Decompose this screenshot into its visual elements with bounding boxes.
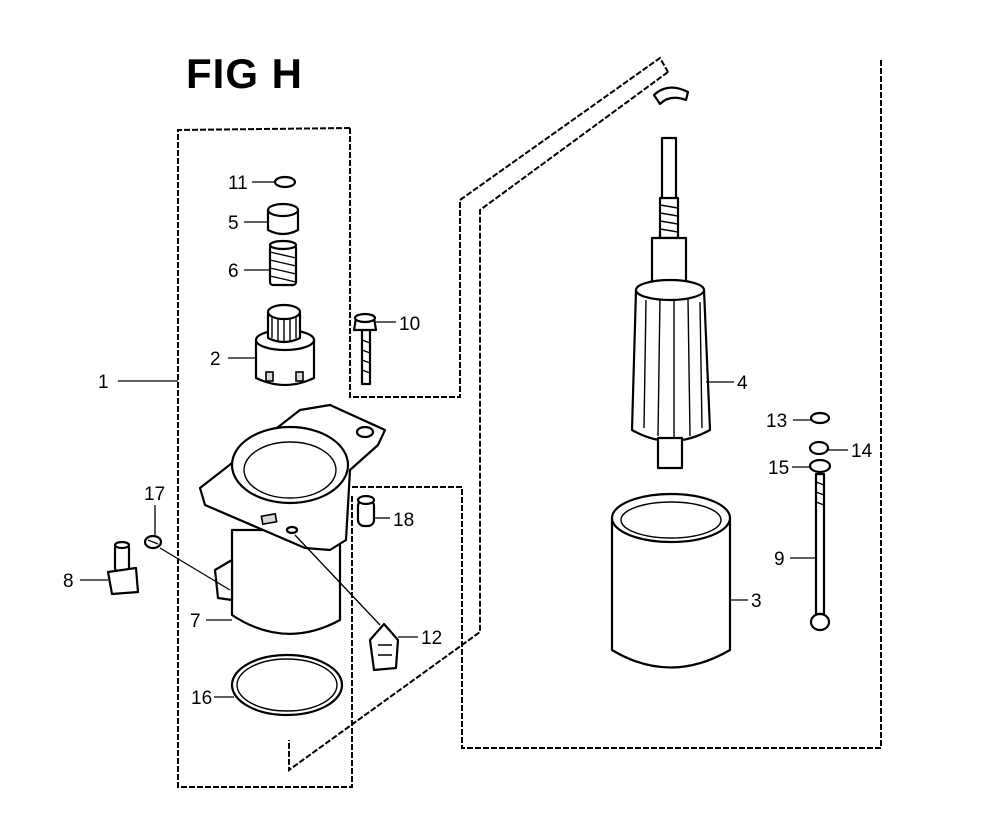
armature-snap-ring [652,86,690,106]
callout-17: 17 [144,484,165,505]
part-16-o-ring [230,653,344,717]
callout-labels: 1 2 3 4 5 6 7 8 9 10 11 12 13 14 15 16 1… [63,173,873,709]
frame-armature [288,71,669,772]
callout-13: 13 [766,411,787,432]
callout-10: 10 [399,314,420,335]
part-6-spring [268,239,298,287]
callout-9: 9 [774,549,785,570]
part-15-washer [808,458,832,474]
callout-12: 12 [421,628,442,649]
callout-11: 11 [228,173,248,194]
part-2-pinion [254,303,316,387]
part-14-nut [808,440,830,456]
callout-15: 15 [768,458,789,479]
frame-bolt-10 [349,56,669,398]
part-8-terminal [106,540,140,596]
part-3-yoke [610,492,732,669]
callout-16: 16 [191,688,212,709]
part-18-dowel [356,494,376,528]
part-13-washer [809,411,831,425]
part-9-through-bolt [809,472,831,632]
callout-2: 2 [210,349,221,370]
callout-8: 8 [63,571,74,592]
callout-3: 3 [751,591,762,612]
callout-6: 6 [228,261,239,282]
part-17-screw [143,534,163,550]
frame-left-assembly [177,127,353,788]
callout-1: 1 [98,372,109,393]
callout-7: 7 [190,611,201,632]
callout-5: 5 [228,213,239,234]
callout-14: 14 [851,441,873,462]
figure-title: FIG H [186,50,303,97]
part-5-collar [266,202,300,236]
part-11-ring [273,175,297,189]
part-7-motor-case [198,403,387,635]
part-4-armature [630,136,712,470]
part-10-bolt [352,312,378,386]
callout-18: 18 [393,510,414,531]
callout-4: 4 [737,373,748,394]
part-12-clip [368,622,400,672]
leader-lines [80,181,848,698]
frame-yoke-bolt [352,290,882,749]
assembly-frames [177,56,882,788]
